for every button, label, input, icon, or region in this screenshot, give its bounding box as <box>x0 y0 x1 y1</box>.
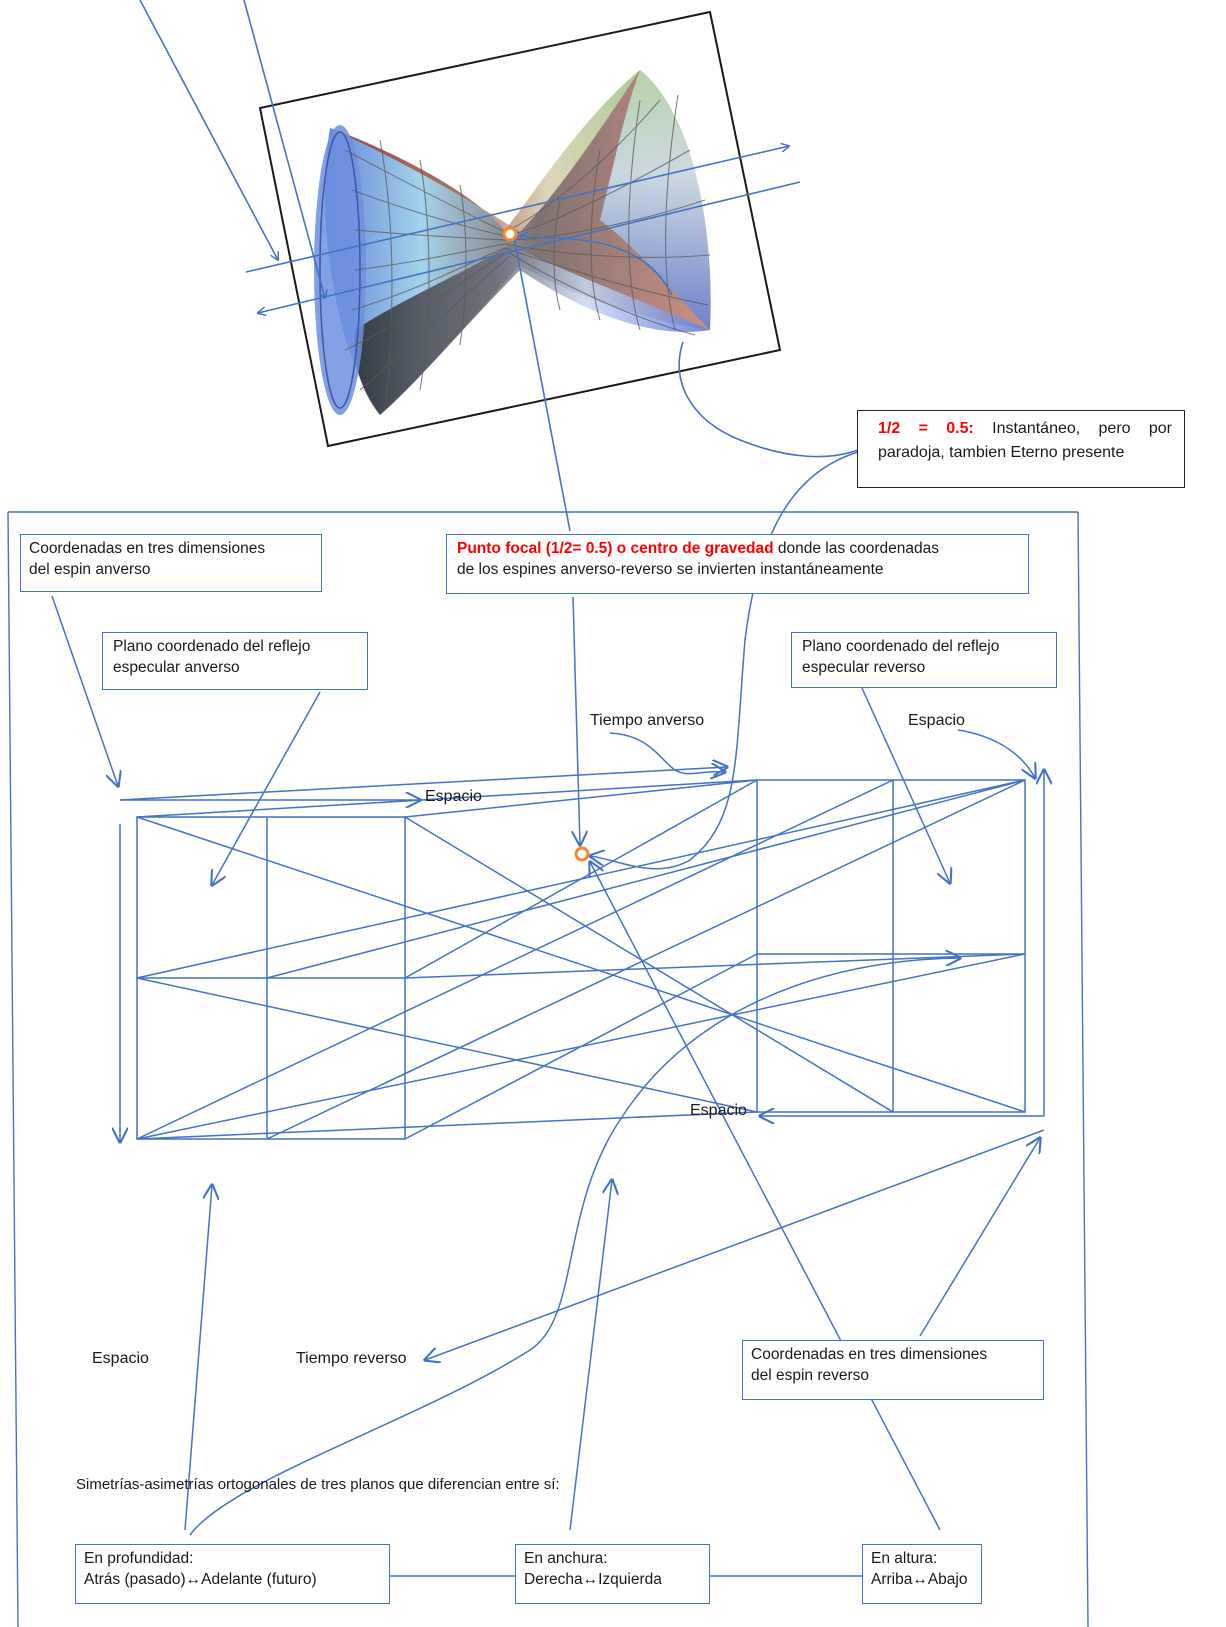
focal-point-box: Punto focal (1/2= 0.5) o centro de grave… <box>446 534 1029 594</box>
plane-reverso-line1: Plano coordenado del reflejo <box>802 638 1000 655</box>
profundidad-title: En profundidad: <box>84 1550 194 1567</box>
plane-anverso-line1: Plano coordenado del reflejo <box>113 638 311 655</box>
coord-anverso-line1: Coordenadas en tres dimensiones <box>29 540 266 557</box>
plane-reverso-box: Plano coordenado del reflejo especular r… <box>791 632 1057 688</box>
altura-text: Arriba↔Abajo <box>871 1571 968 1588</box>
gravity-note-highlight: 1/2 = 0.5: <box>878 420 974 437</box>
label-tiempo-anverso: Tiempo anverso <box>590 712 705 729</box>
altura-title: En altura: <box>871 1550 938 1567</box>
coordinate-structure <box>120 767 1044 1360</box>
plane-anverso-line2: especular anverso <box>113 659 240 676</box>
focal-point-highlight: Punto focal (1/2= 0.5) o centro de grave… <box>457 540 774 557</box>
coord-reverso-line2: del espin reverso <box>751 1367 870 1384</box>
callout-pointers <box>51 451 1040 1577</box>
label-espacio-top-right: Espacio <box>908 712 965 729</box>
symmetry-box-profundidad: En profundidad: Atrás (pasado)↔Adelante … <box>75 1544 390 1604</box>
coord-reverso-line1: Coordenadas en tres dimensiones <box>751 1346 988 1363</box>
focal-point-text: donde las coordenadas <box>773 540 940 557</box>
hyperboloid-figure <box>258 10 782 448</box>
coord-anverso-box: Coordenadas en tres dimensiones del espi… <box>20 534 322 592</box>
symmetry-box-anchura: En anchura: Derecha↔Izquierda <box>515 1544 710 1604</box>
label-espacio-bottom-left: Espacio <box>92 1350 149 1367</box>
top-axis-lines <box>139 0 859 532</box>
focal-point-line2: de los espines anverso-reverso se invier… <box>457 561 884 578</box>
hyperboloid-focal-point <box>502 226 518 242</box>
gravity-note-box: 1/2 = 0.5: Instantáneo, pero por paradoj… <box>857 410 1185 488</box>
label-espacio-mid-right: Espacio <box>690 1102 747 1119</box>
lower-panel-frame <box>7 511 1089 1627</box>
profundidad-text: Atrás (pasado)↔Adelante (futuro) <box>84 1571 317 1588</box>
plane-anverso-box: Plano coordenado del reflejo especular a… <box>102 632 368 690</box>
gravity-note-line2: paradoja, tambien Eterno presente <box>878 444 1125 461</box>
gravity-note-text: Instantáneo, pero por <box>973 420 1173 437</box>
symmetry-caption: Simetrías-asimetrías ortogonales de tres… <box>76 1476 560 1493</box>
focal-point <box>574 846 590 862</box>
label-espacio-top-left: Espacio <box>425 788 482 805</box>
symmetry-box-altura: En altura: Arriba↔Abajo <box>862 1544 982 1604</box>
anchura-title: En anchura: <box>524 1550 608 1567</box>
coord-reverso-box: Coordenadas en tres dimensiones del espi… <box>742 1340 1044 1400</box>
coord-anverso-line2: del espin anverso <box>29 561 151 578</box>
plane-reverso-line2: especular reverso <box>802 659 926 676</box>
anchura-text: Derecha↔Izquierda <box>524 1571 662 1588</box>
label-tiempo-reverso: Tiempo reverso <box>296 1350 407 1367</box>
